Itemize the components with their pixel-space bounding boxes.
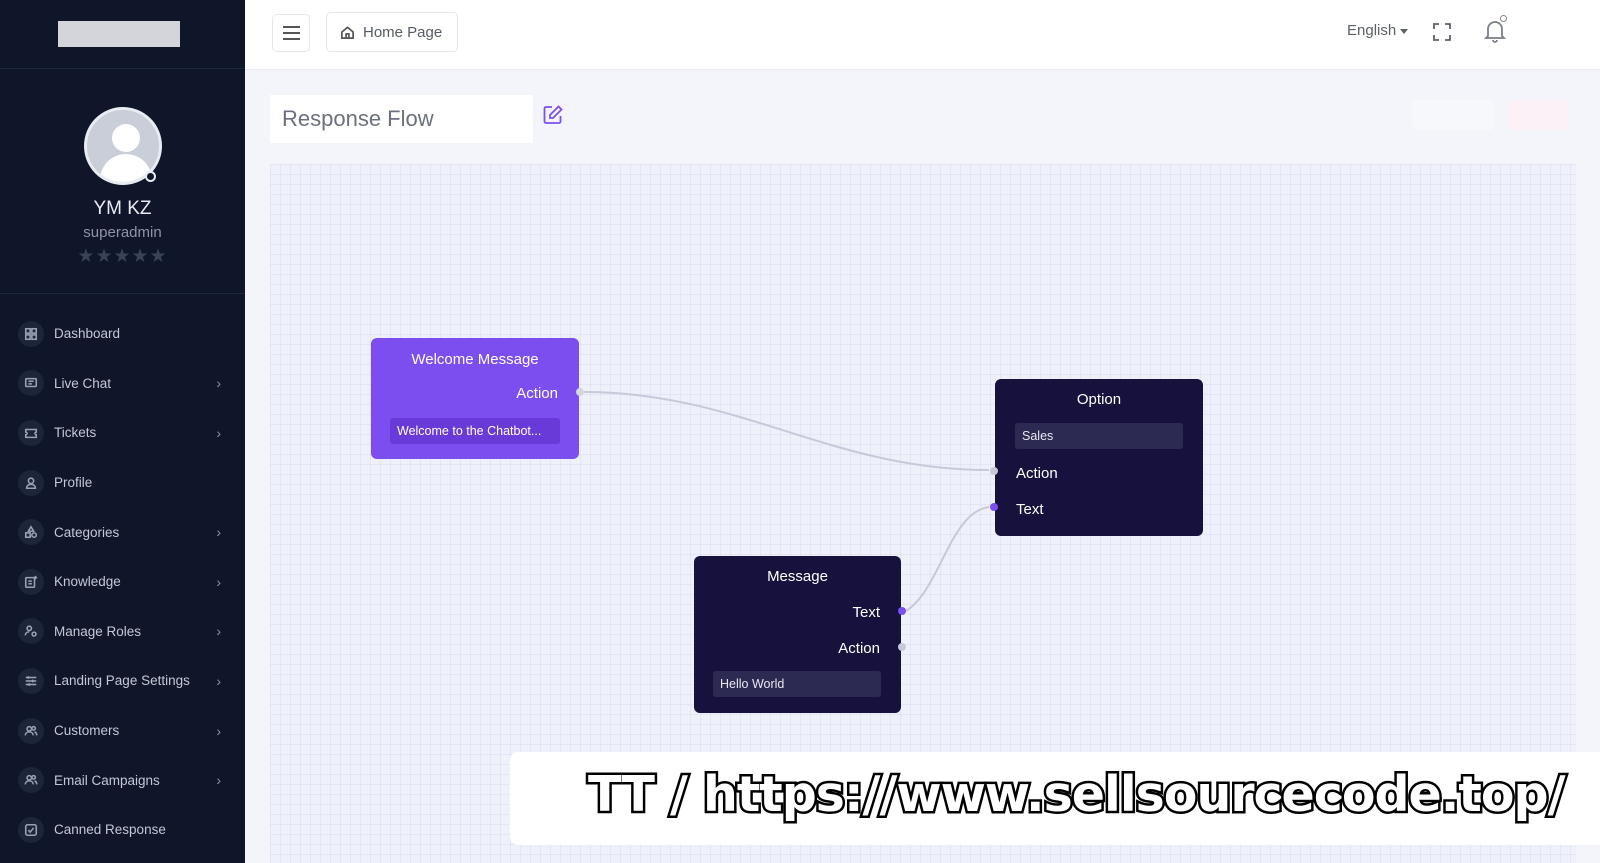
logo[interactable] (57, 21, 180, 47)
welcome-text-field[interactable]: Welcome to the Chatbot... (390, 418, 560, 444)
sidebar-item-label: Knowledge (54, 574, 121, 590)
hamburger-icon (282, 26, 300, 28)
node-title: Option (1076, 391, 1122, 408)
node-text-label: Text (852, 604, 880, 621)
notification-badge (1500, 15, 1507, 22)
shapes-icon (18, 519, 44, 546)
sidebar-nav: Dashboard Live Chat › Tickets › Profile … (0, 294, 245, 855)
output-port-action[interactable] (898, 643, 906, 651)
option-node[interactable]: Option Sales Action Text (990, 379, 1203, 536)
sidebar: YM KZ superadmin ★★★★★ Dashboard Live Ch… (0, 0, 245, 863)
sidebar-item-customers[interactable]: Customers › (0, 706, 245, 756)
chevron-right-icon: › (216, 573, 221, 590)
node-title: Welcome Message (411, 351, 539, 368)
bell-icon[interactable] (1484, 19, 1506, 43)
sidebar-item-label: Customers (54, 723, 120, 739)
edit-icon[interactable] (542, 104, 564, 126)
sliders-icon (18, 667, 44, 694)
rating-stars: ★★★★★ (77, 246, 168, 267)
sidebar-item-label: Dashboard (54, 326, 121, 342)
chevron-right-icon: › (216, 623, 221, 640)
sidebar-item-profile[interactable]: Profile (0, 458, 245, 508)
watermark-text: TT / https://www.sellsourcecode.top/ (585, 764, 1567, 826)
language-dropdown[interactable]: English (1347, 22, 1409, 39)
option-field[interactable]: Sales (1015, 423, 1183, 449)
sidebar-item-canned-response[interactable]: Canned Response (0, 805, 245, 855)
user-icon (18, 469, 44, 496)
caret-down-icon (1400, 28, 1409, 34)
profile-role: superadmin (83, 224, 162, 241)
node-title: Message (767, 568, 828, 585)
language-label: English (1347, 22, 1397, 39)
sidebar-item-categories[interactable]: Categories › (0, 507, 245, 557)
sidebar-item-landing-page-settings[interactable]: Landing Page Settings › (0, 656, 245, 706)
sidebar-item-label: Email Campaigns (54, 772, 160, 788)
welcome-message-node[interactable]: Welcome Message Action Welcome to the Ch… (371, 338, 584, 459)
ghost-button[interactable] (1508, 100, 1568, 130)
sidebar-item-label: Manage Roles (54, 623, 142, 639)
sidebar-item-label: Live Chat (54, 375, 112, 391)
status-indicator (144, 171, 156, 182)
sidebar-item-knowledge[interactable]: Knowledge › (0, 557, 245, 607)
topbar: Home Page English (245, 0, 1600, 70)
sidebar-item-label: Profile (54, 475, 93, 491)
output-port-text[interactable] (898, 607, 906, 615)
menu-toggle-button[interactable] (272, 14, 310, 52)
node-action-label: Action (516, 385, 558, 402)
home-page-button[interactable]: Home Page (326, 12, 458, 52)
flow-canvas[interactable] (270, 164, 1576, 863)
dashboard-icon (18, 320, 44, 347)
chevron-right-icon: › (216, 722, 221, 739)
output-port[interactable] (576, 388, 584, 396)
note-add-icon (18, 568, 44, 595)
sidebar-item-live-chat[interactable]: Live Chat › (0, 359, 245, 409)
chevron-right-icon: › (216, 772, 221, 789)
input-port-action[interactable] (990, 467, 998, 475)
sidebar-item-label: Landing Page Settings (54, 673, 190, 689)
sidebar-item-label: Tickets (54, 425, 97, 441)
node-action-label: Action (1016, 465, 1058, 482)
sidebar-item-dashboard[interactable]: Dashboard (0, 309, 245, 359)
ticket-icon (18, 419, 44, 446)
node-action-label: Action (838, 640, 880, 657)
home-icon (341, 25, 354, 39)
home-page-label: Home Page (363, 23, 443, 41)
input-port-text[interactable] (990, 503, 998, 511)
users-icon (18, 717, 44, 744)
fullscreen-icon[interactable] (1433, 23, 1451, 41)
sidebar-item-email-campaigns[interactable]: Email Campaigns › (0, 755, 245, 805)
profile-name: YM KZ (93, 198, 152, 219)
logo-area (0, 0, 245, 69)
chat-icon (18, 370, 44, 397)
users-icon (18, 767, 44, 794)
chevron-right-icon: › (216, 424, 221, 441)
flow-name-field[interactable]: Response Flow (270, 95, 533, 143)
profile-card: YM KZ superadmin ★★★★★ (0, 69, 245, 294)
sidebar-item-manage-roles[interactable]: Manage Roles › (0, 607, 245, 657)
user-cog-icon (18, 618, 44, 645)
chevron-right-icon: › (216, 672, 221, 689)
sidebar-item-label: Categories (54, 524, 120, 540)
check-square-icon (18, 816, 44, 843)
sidebar-item-label: Canned Response (54, 822, 166, 838)
avatar[interactable] (83, 107, 162, 185)
watermark-banner: TT / https://www.sellsourcecode.top/ (510, 752, 1600, 845)
avatar-image (83, 107, 162, 185)
message-node[interactable]: Message Text Action Hello World (694, 556, 906, 713)
ghost-button[interactable] (1412, 100, 1494, 130)
chevron-right-icon: › (216, 524, 221, 541)
message-text-field[interactable]: Hello World (713, 671, 881, 697)
chevron-right-icon: › (216, 375, 221, 392)
sidebar-item-tickets[interactable]: Tickets › (0, 408, 245, 458)
node-text-label: Text (1016, 501, 1044, 518)
